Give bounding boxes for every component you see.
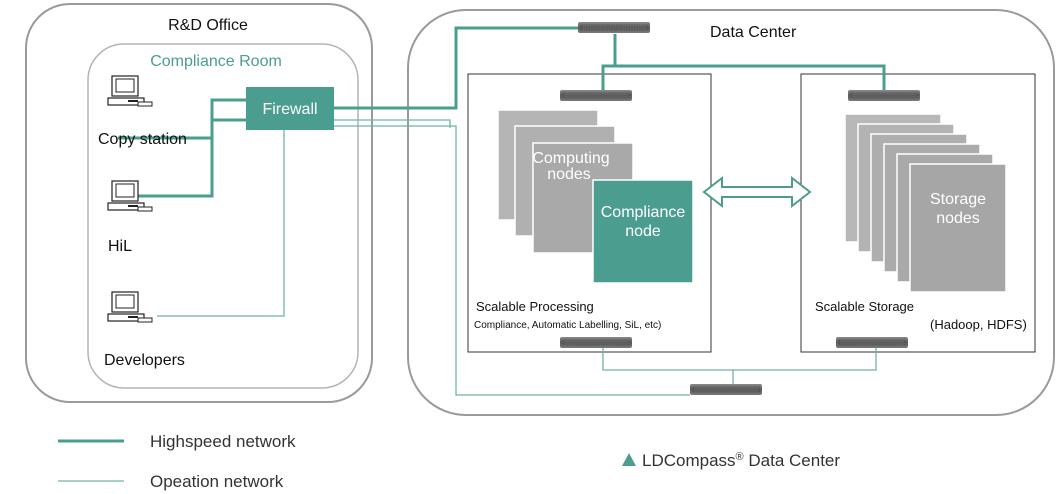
- storage-nodes-label: Storage: [930, 191, 986, 208]
- scalable-storage-label: Scalable Storage: [815, 299, 914, 314]
- storage-detail-label: (Hadoop, HDFS): [930, 317, 1027, 332]
- network-switch-icon: [847, 89, 921, 102]
- network-switch-icon: [689, 383, 763, 396]
- scalable-processing-label: Scalable Processing: [476, 299, 594, 314]
- network-switch-icon: [835, 336, 909, 349]
- processing-detail-label: Compliance, Automatic Labelling, SiL, et…: [474, 320, 661, 331]
- computing-nodes-label: Computing: [532, 150, 609, 167]
- double-arrow-icon: [702, 175, 812, 209]
- computing-nodes-label: nodes: [547, 166, 591, 183]
- data-center-title: Data Center: [710, 24, 797, 41]
- compliance-node-label: node: [625, 223, 661, 240]
- copy-station-label: Copy station: [98, 131, 187, 148]
- network-switch-icon: [559, 336, 633, 349]
- storage-nodes-label: nodes: [936, 210, 980, 227]
- rd-office-title: R&D Office: [168, 17, 248, 34]
- network-switch-icon: [559, 89, 633, 102]
- compliance-room-title: Compliance Room: [150, 53, 282, 70]
- caption-text: LDCompass® Data Center: [642, 451, 840, 470]
- computer-icon: [107, 75, 153, 107]
- developers-label: Developers: [104, 352, 185, 369]
- compliance-node-box: [592, 179, 694, 284]
- firewall-label: Firewall: [262, 101, 317, 118]
- hil-label: HiL: [108, 238, 132, 255]
- compliance-node-label: Compliance: [601, 204, 686, 221]
- firewall-box: [246, 87, 334, 130]
- network-switch-icon: [577, 21, 651, 34]
- data-center-box: [407, 9, 1055, 416]
- rd-office-box: [25, 3, 373, 403]
- highspeed-links: [116, 26, 886, 198]
- triangle-icon: [622, 453, 636, 466]
- compliance-room-box: [87, 43, 359, 389]
- legend-highspeed-label: Highspeed network: [150, 432, 296, 451]
- legend-operation-label: Opeation network: [150, 472, 284, 491]
- operation-links: [157, 119, 877, 396]
- computer-icon: [107, 291, 153, 323]
- storage-nodes-stack: [844, 113, 1007, 293]
